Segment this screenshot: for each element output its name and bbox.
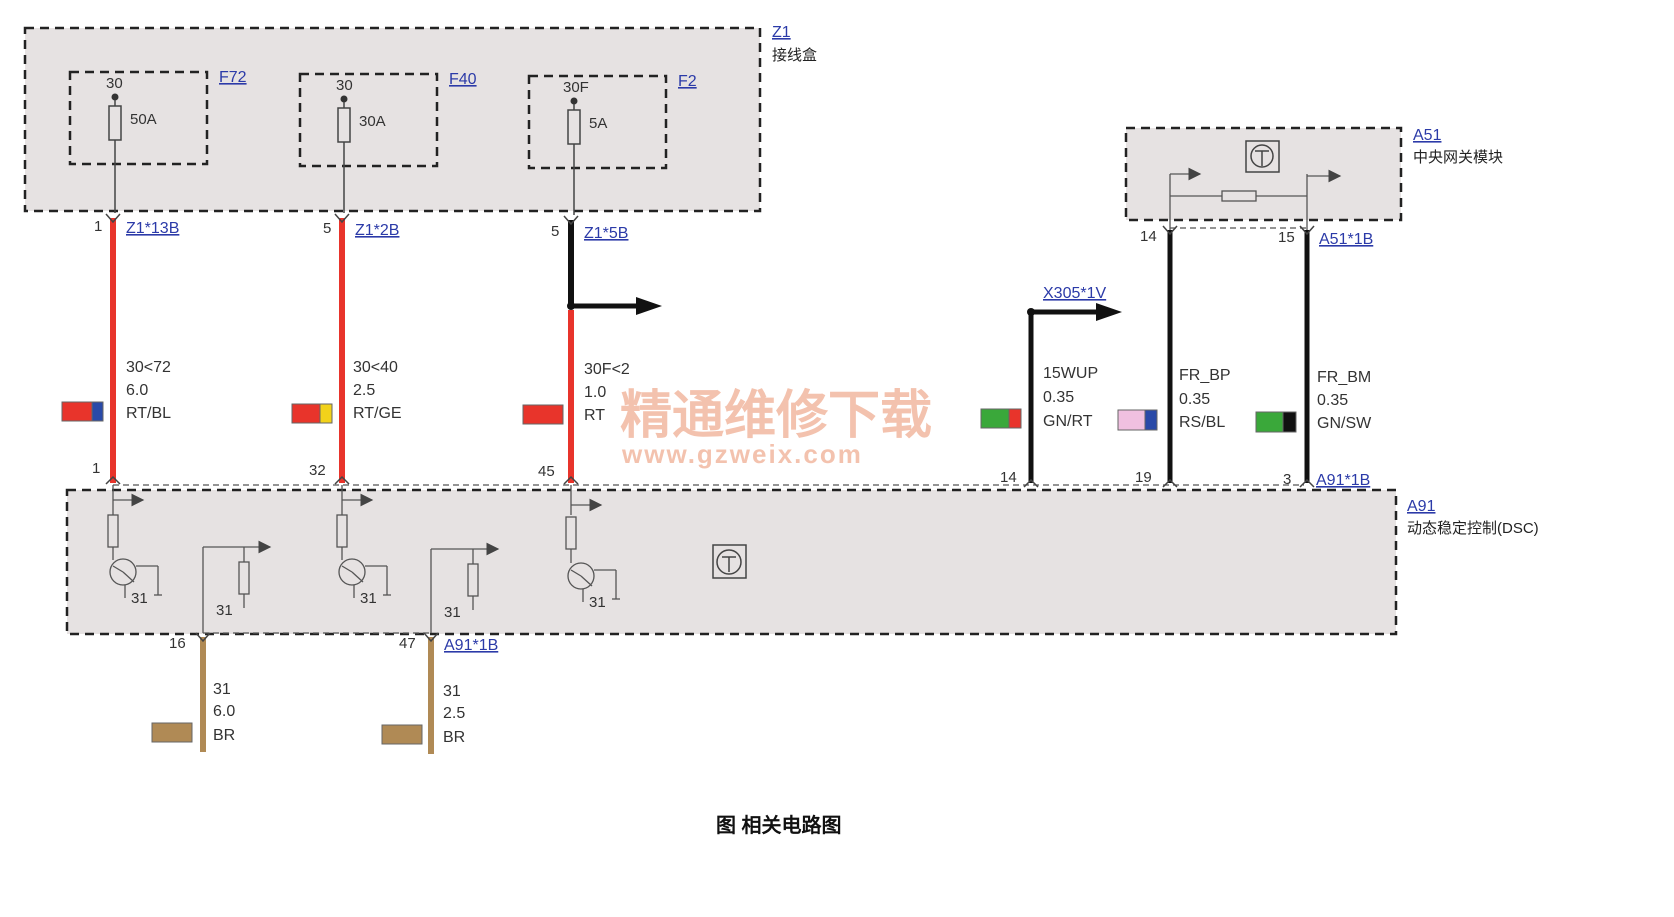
ground-wire-16[interactable]: 16 31 6.0 BR bbox=[151, 632, 235, 752]
a91-pin-19: 19 bbox=[1135, 469, 1152, 486]
wire-30-40[interactable]: 5 Z1*2B 30<40 2.5 RT/GE 32 bbox=[291, 213, 402, 485]
z1-connector-2b[interactable]: Z1*2B bbox=[355, 222, 399, 239]
a51-transceiver-icon bbox=[1245, 140, 1280, 173]
a91-pin-14: 14 bbox=[1000, 469, 1017, 486]
z1-name: 接线盒 bbox=[772, 47, 817, 64]
wire-30-72-signal: 30<72 bbox=[126, 359, 171, 376]
fuse-f40: F40 30 30A bbox=[298, 71, 477, 213]
a91-pin-45: 45 bbox=[538, 463, 555, 480]
wire-30-40-swatch bbox=[291, 403, 333, 424]
wire-30f-2-signal: 30F<2 bbox=[584, 361, 630, 378]
wire-30-72[interactable]: 1 Z1*13B 30<72 6.0 RT/BL 1 bbox=[61, 213, 179, 485]
z1-pin-5a: 5 bbox=[323, 220, 331, 237]
wire-fr-bp-swatch bbox=[1117, 409, 1158, 431]
ground-wire-47-swatch bbox=[381, 724, 423, 745]
wire-30f-2[interactable]: 5 Z1*5B 30F<2 1.0 RT 45 bbox=[522, 215, 662, 485]
figure-caption: 图 相关电路图 bbox=[716, 813, 842, 837]
a91-stage-2-ground: 31 bbox=[360, 590, 377, 607]
fuse-f40-terminal: 30 bbox=[336, 77, 353, 94]
fuse-f2-ref[interactable]: F2 bbox=[678, 73, 697, 90]
wire-30f-2-swatch bbox=[522, 404, 564, 425]
wire-fr-bm-size: 0.35 bbox=[1317, 392, 1348, 409]
wire-30-72-size: 6.0 bbox=[126, 382, 148, 399]
z1-ref[interactable]: Z1 bbox=[772, 24, 791, 41]
wire-fr-bp-signal: FR_BP bbox=[1179, 367, 1231, 384]
wire-30-40-color: RT/GE bbox=[353, 405, 402, 422]
fuse-f72-ref[interactable]: F72 bbox=[219, 69, 247, 86]
wire-15wup-signal: 15WUP bbox=[1043, 365, 1098, 382]
a91-driver-stage-2: 31 bbox=[336, 485, 391, 607]
a91-connector-1b-top[interactable]: A91*1B bbox=[1316, 472, 1370, 489]
wire-15wup-color: GN/RT bbox=[1043, 413, 1093, 430]
a51-pin-14: 14 bbox=[1140, 228, 1157, 245]
wire-fr-bm-color: GN/SW bbox=[1317, 415, 1372, 432]
ground-wire-47-color: BR bbox=[443, 729, 465, 746]
a91-stage-3-ground: 31 bbox=[589, 594, 606, 611]
fuse-f2-terminal: 30F bbox=[563, 79, 589, 96]
a91-ground-stage-1-label: 31 bbox=[216, 602, 233, 619]
a51-name: 中央网关模块 bbox=[1413, 149, 1503, 166]
wire-15wup-size: 0.35 bbox=[1043, 389, 1074, 406]
wire-fr-bm-swatch bbox=[1255, 411, 1297, 433]
wire-30-72-color: RT/BL bbox=[126, 405, 171, 422]
watermark: 精通维修下载 www.gzweix.com bbox=[620, 387, 932, 469]
a51-connector-1b[interactable]: A51*1B bbox=[1319, 231, 1373, 248]
fuse-f40-ref[interactable]: F40 bbox=[449, 71, 477, 88]
wire-fr-bp[interactable]: 14 FR_BP 0.35 RS/BL 19 bbox=[1117, 225, 1231, 488]
watermark-cn: 精通维修下载 bbox=[620, 387, 932, 445]
wire-15wup-swatch bbox=[980, 408, 1022, 429]
wire-30-72-swatch bbox=[61, 401, 104, 422]
module-a51: A51 中央网关模块 bbox=[1124, 126, 1503, 230]
connector-x305-1v[interactable]: X305*1V bbox=[1043, 285, 1106, 302]
wire-30-40-signal: 30<40 bbox=[353, 359, 398, 376]
z1-pin-1: 1 bbox=[94, 218, 102, 235]
module-z1: Z1 接线盒 F72 30 50A F40 30 30A F2 bbox=[23, 24, 817, 215]
a91-ground-stage-1: 31 bbox=[202, 540, 272, 633]
a91-ref[interactable]: A91 bbox=[1407, 498, 1436, 515]
a91-ground-stage-2-label: 31 bbox=[444, 604, 461, 621]
wire-15wup[interactable]: X305*1V 15WUP 0.35 GN/RT 14 bbox=[980, 285, 1122, 488]
a91-pin-1: 1 bbox=[92, 460, 100, 477]
ground-wire-16-color: BR bbox=[213, 727, 235, 744]
z1-connector-5b[interactable]: Z1*5B bbox=[584, 225, 628, 242]
z1-pin-5b: 5 bbox=[551, 223, 559, 240]
a91-name: 动态稳定控制(DSC) bbox=[1407, 520, 1539, 537]
a91-connector-1b-bottom[interactable]: A91*1B bbox=[444, 637, 498, 654]
a91-pin-16: 16 bbox=[169, 635, 186, 652]
ground-wire-16-signal: 31 bbox=[213, 681, 231, 698]
z1-connector-13b[interactable]: Z1*13B bbox=[126, 220, 179, 237]
a51-pin-15: 15 bbox=[1278, 229, 1295, 246]
a91-driver-stage-1: 31 bbox=[107, 485, 162, 607]
wire-fr-bp-size: 0.35 bbox=[1179, 391, 1210, 408]
fuse-f2-rating: 5A bbox=[589, 115, 607, 132]
a51-ref[interactable]: A51 bbox=[1413, 127, 1442, 144]
wire-fr-bp-color: RS/BL bbox=[1179, 414, 1225, 431]
ground-wire-16-size: 6.0 bbox=[213, 703, 235, 720]
fuse-f72: F72 30 50A bbox=[68, 69, 247, 213]
wire-fr-bm-signal: FR_BM bbox=[1317, 369, 1371, 386]
fuse-f72-terminal: 30 bbox=[106, 75, 123, 92]
ground-wire-47[interactable]: 47 A91*1B 31 2.5 BR bbox=[381, 632, 498, 754]
fuse-f40-rating: 30A bbox=[359, 113, 386, 130]
a91-ground-stage-2: 31 bbox=[430, 542, 500, 633]
fuse-f72-rating: 50A bbox=[130, 111, 157, 128]
a91-driver-stage-3: 31 bbox=[565, 485, 620, 611]
a51-termination-circuit bbox=[1169, 167, 1342, 230]
a91-pin-32: 32 bbox=[309, 462, 326, 479]
wire-30f-2-color: RT bbox=[584, 407, 605, 424]
a91-stage-1-ground: 31 bbox=[131, 590, 148, 607]
a91-pin-3: 3 bbox=[1283, 471, 1291, 488]
fuse-f2: F2 30F 5A bbox=[527, 73, 697, 215]
ground-wire-47-signal: 31 bbox=[443, 683, 461, 700]
module-a91: A91 动态稳定控制(DSC) 31 bbox=[65, 484, 1539, 636]
wire-30-40-size: 2.5 bbox=[353, 382, 375, 399]
a91-pin-47: 47 bbox=[399, 635, 416, 652]
a91-transceiver-icon bbox=[712, 544, 747, 579]
watermark-url: www.gzweix.com bbox=[621, 439, 863, 469]
ground-wire-47-size: 2.5 bbox=[443, 705, 465, 722]
wire-30f-2-size: 1.0 bbox=[584, 384, 606, 401]
ground-wire-16-swatch bbox=[151, 722, 193, 743]
wire-fr-bm[interactable]: 15 A51*1B FR_BM 0.35 GN/SW 3 A91*1B bbox=[1255, 225, 1373, 489]
